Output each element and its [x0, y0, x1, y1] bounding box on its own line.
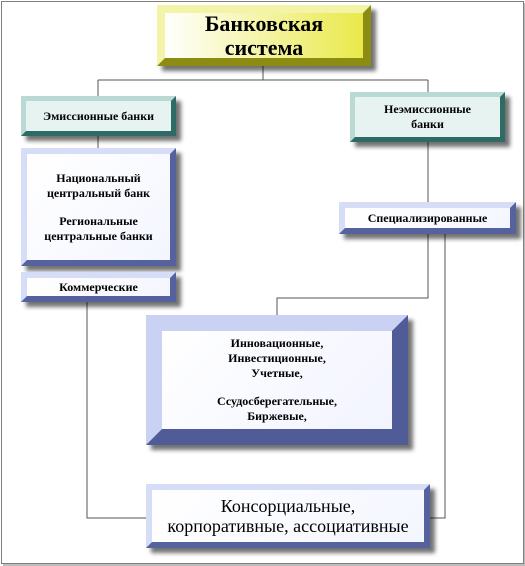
commercial-banks-label: Коммерческие: [59, 279, 138, 294]
specialized-banks-box: Специализированные: [339, 202, 516, 234]
specialized-banks-label: Специализированные: [367, 210, 488, 225]
root-title-line2: система: [224, 34, 304, 60]
national-central-bank-line1: Национальный: [56, 170, 141, 185]
nonemission-banks-line1: Неэмиссионные: [384, 102, 471, 116]
connector-specialized-to-types: [276, 234, 429, 315]
national-central-bank-line2: центральный банк: [46, 185, 151, 200]
bank-types-box: Инновационные, Инвестиционные, Учетные, …: [146, 315, 408, 445]
regional-central-banks-line2: центральные банки: [44, 228, 153, 243]
bank-type-innovation: Инновационные,: [230, 336, 324, 350]
root-box-banking-system: Банковская система: [157, 5, 371, 66]
consortium-banks-line1: Консорциальные,: [220, 496, 356, 516]
consortium-banks-line2: корпоративные, ассоциативные: [167, 516, 409, 536]
bank-type-exchange: Биржевые,: [247, 409, 307, 423]
connector-commercial-to-consortium: [86, 302, 146, 519]
emission-banks-box: Эмиссионные банки: [21, 96, 176, 136]
central-banks-box: Национальный центральный банк Региональн…: [21, 148, 176, 266]
nonemission-banks-line2: банки: [411, 117, 444, 131]
connector-root-to-branches: [97, 66, 429, 96]
commercial-banks-box: Коммерческие: [21, 272, 176, 302]
root-title-line1: Банковская: [204, 10, 324, 36]
bank-type-accounting: Учетные,: [251, 366, 303, 380]
regional-central-banks-line1: Региональные: [59, 213, 138, 228]
bank-type-savings-loan: Ссудосберегательные,: [217, 394, 337, 408]
bank-type-investment: Инвестиционные,: [228, 351, 326, 365]
consortium-banks-box: Консорциальные, корпоративные, ассоциати…: [146, 484, 430, 548]
connector-specialized-to-consortium: [430, 234, 446, 519]
nonemission-banks-box: Неэмиссионные банки: [350, 92, 505, 142]
emission-banks-label: Эмиссионные банки: [42, 108, 155, 123]
